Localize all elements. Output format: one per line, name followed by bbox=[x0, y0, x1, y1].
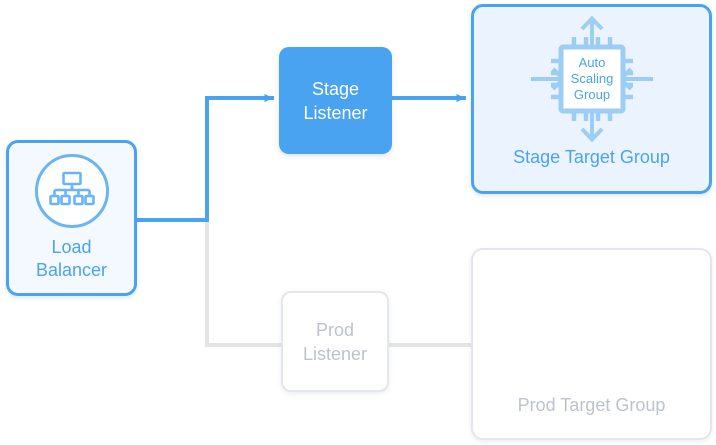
stage-target-group-label: Stage Target Group bbox=[513, 147, 670, 167]
node-stage-target-group[interactable]: Auto Scaling Group Stage Target Group bbox=[471, 4, 712, 194]
node-prod-target-group[interactable]: Prod Target Group bbox=[471, 248, 712, 440]
stage-listener-label: Stage Listener bbox=[303, 78, 368, 123]
node-stage-listener[interactable]: Stage Listener bbox=[279, 47, 392, 154]
hierarchy-icon bbox=[34, 154, 109, 228]
node-prod-listener[interactable]: Prod Listener bbox=[281, 291, 389, 392]
node-load-balancer[interactable]: Load Balancer bbox=[6, 140, 137, 296]
auto-scaling-group-artwork: Auto Scaling Group bbox=[517, 13, 667, 145]
auto-scaling-group-line-2: Scaling bbox=[570, 71, 613, 86]
load-balancer-label: Load Balancer bbox=[35, 237, 108, 280]
prod-listener-label: Prod Listener bbox=[302, 319, 368, 364]
chip-body bbox=[558, 44, 625, 114]
auto-scaling-group-line-1: Auto bbox=[578, 55, 605, 70]
wire-lb-to-prod-listener bbox=[205, 218, 283, 347]
auto-scaling-group-line-3: Group bbox=[573, 87, 609, 102]
wire-lb-to-stage-listener bbox=[135, 93, 274, 222]
prod-target-group-label: Prod Target Group bbox=[517, 395, 666, 415]
